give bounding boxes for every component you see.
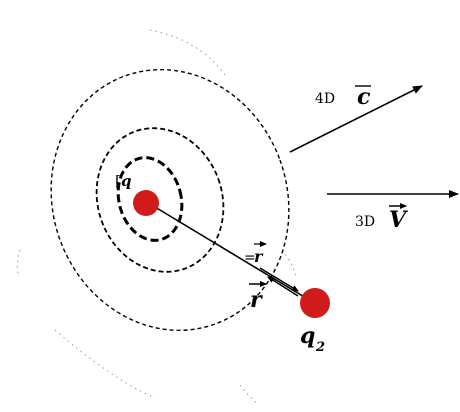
radial-line xyxy=(149,203,307,299)
vector-r-upper-group: = r xyxy=(244,241,267,266)
charge-two-subscript: 2 xyxy=(315,340,325,355)
charge-center-label: q xyxy=(121,172,132,190)
vector-r-lower: r xyxy=(250,287,263,313)
arrow-4d-c xyxy=(289,85,423,153)
faint-arc-top xyxy=(149,29,226,76)
field-line-middle xyxy=(95,127,225,273)
label-4d-group: 4D c xyxy=(315,84,371,110)
vector-r-prefix: = xyxy=(244,250,256,266)
r-vector-arrow-upper xyxy=(259,267,299,292)
field-line-inner xyxy=(116,156,184,242)
charge-two xyxy=(300,288,330,318)
charge-two-label-group: q 2 xyxy=(300,323,325,355)
charge-center xyxy=(133,190,159,216)
r-vector-arrow-lower xyxy=(267,276,299,297)
vector-r-upper: r xyxy=(254,247,264,266)
label-3d: 3D xyxy=(355,214,375,230)
label-3d-vector: V xyxy=(389,207,408,233)
faint-arc-bottom-right xyxy=(239,384,259,405)
vector-r-lower-group: r xyxy=(249,281,267,313)
field-line-outer xyxy=(50,68,290,332)
label-3d-group: 3D V xyxy=(355,203,408,233)
label-4d: 4D xyxy=(315,91,335,107)
charge-center-bracket: [ xyxy=(115,172,121,190)
label-4d-vector: c xyxy=(357,84,371,110)
field-lines xyxy=(50,68,290,332)
faint-field-arcs xyxy=(16,29,297,405)
faint-arc-bottom xyxy=(54,329,156,399)
faint-arc-left xyxy=(16,249,21,275)
faint-arc-right xyxy=(281,249,297,277)
charge-two-label: q xyxy=(300,323,315,349)
